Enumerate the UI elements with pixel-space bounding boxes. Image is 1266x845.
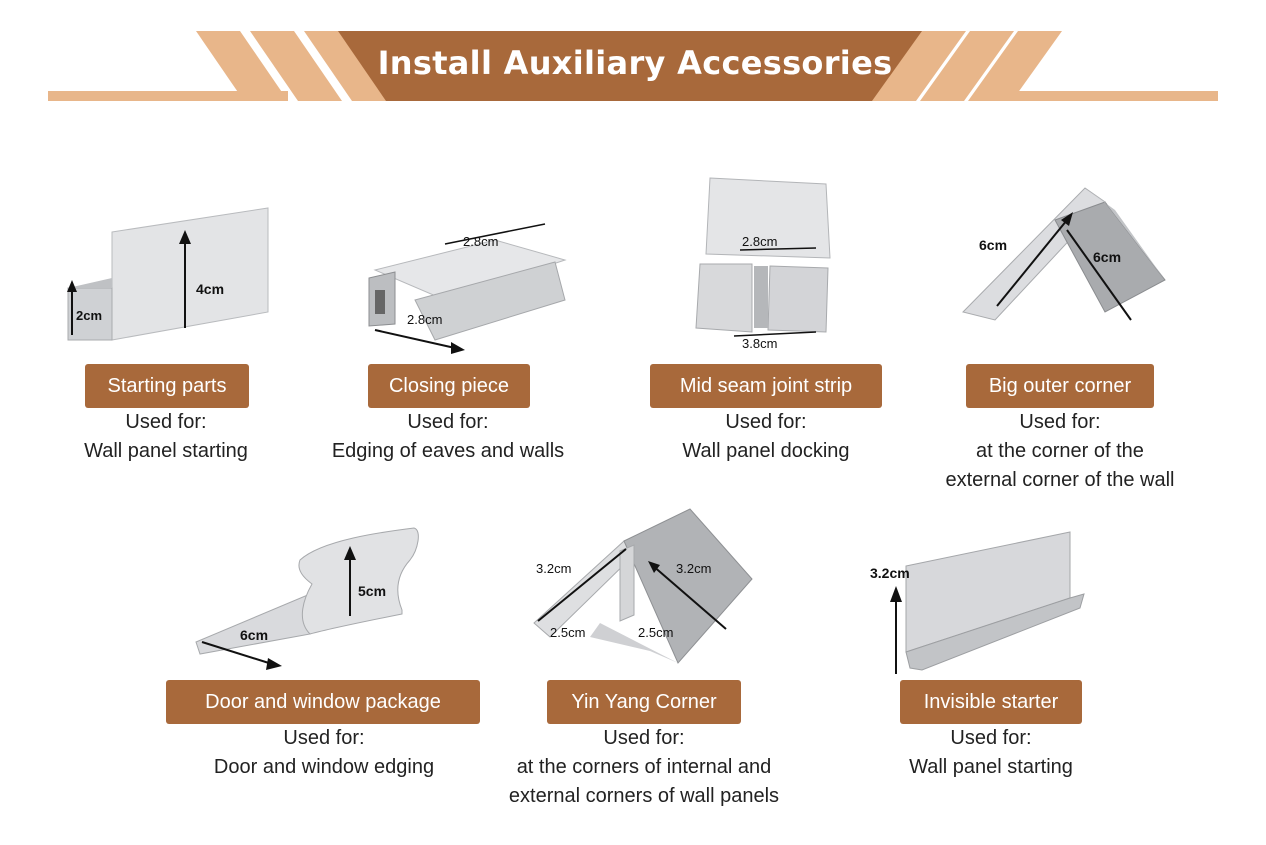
mid-seam-joint-strip-image: 2.8cm 3.8cm <box>695 177 831 351</box>
invisible-starter-image: 3.2cm <box>870 531 1085 674</box>
usage-line: at the corners of internal and <box>516 756 772 778</box>
accessory-label: Door and window package <box>166 680 480 724</box>
accessory-description: Used for: Wall panel starting <box>56 408 276 466</box>
accessory-description: Used for: at the corners of internal and… <box>484 724 804 811</box>
dim-label: 4cm <box>196 281 224 297</box>
dim-label: 2.8cm <box>463 234 498 249</box>
accessory-label: Mid seam joint strip <box>650 364 882 408</box>
usage-line: at the corner of the <box>976 440 1144 462</box>
usage-line: Wall panel docking <box>682 440 850 462</box>
banner: Install Auxiliary Accessories <box>0 0 1266 120</box>
dim-label: 3.8cm <box>742 336 777 351</box>
used-for-label: Used for: <box>1019 411 1101 433</box>
accessory-description: Used for: at the corner of the external … <box>910 408 1210 495</box>
accessory-label: Closing piece <box>368 364 530 408</box>
usage-line: Door and window edging <box>213 756 435 778</box>
used-for-label: Used for: <box>283 727 365 749</box>
accessory-description: Used for: Wall panel starting <box>841 724 1141 782</box>
used-for-label: Used for: <box>950 727 1032 749</box>
accessory-label: Invisible starter <box>900 680 1082 724</box>
starting-parts-image: 4cm 2cm <box>67 207 269 341</box>
page-title: Install Auxiliary Accessories <box>377 44 893 82</box>
dim-label: 6cm <box>240 627 268 643</box>
usage-line: external corner of the wall <box>945 469 1175 491</box>
big-outer-corner-image: 6cm 6cm <box>962 187 1166 321</box>
used-for-label: Used for: <box>407 411 489 433</box>
dim-label: 2.8cm <box>742 234 777 249</box>
accessory-description: Used for: Wall panel docking <box>616 408 916 466</box>
accessory-description: Used for: Door and window edging <box>174 724 474 782</box>
dim-label: 3.2cm <box>676 561 711 576</box>
dim-label: 2cm <box>76 308 102 323</box>
dim-label: 6cm <box>979 237 1007 253</box>
accessory-label: Yin Yang Corner <box>547 680 741 724</box>
usage-line: external corners of wall panels <box>508 785 780 807</box>
usage-line: Wall panel starting <box>84 440 248 462</box>
dim-label: 2.5cm <box>550 625 585 640</box>
usage-line: Edging of eaves and walls <box>331 440 565 462</box>
used-for-label: Used for: <box>603 727 685 749</box>
dim-label: 5cm <box>358 583 386 599</box>
closing-piece-image: 2.8cm 2.8cm <box>368 223 567 354</box>
dim-label: 6cm <box>1093 249 1121 265</box>
dim-label: 2.8cm <box>407 312 442 327</box>
usage-line: Wall panel starting <box>909 756 1073 778</box>
accessory-description: Used for: Edging of eaves and walls <box>298 408 598 466</box>
dim-label: 3.2cm <box>870 565 910 581</box>
used-for-label: Used for: <box>125 411 207 433</box>
dim-label: 2.5cm <box>638 625 673 640</box>
yin-yang-corner-image: 3.2cm 3.2cm 2.5cm 2.5cm <box>533 508 753 664</box>
dim-label: 3.2cm <box>536 561 571 576</box>
door-window-package-image: 5cm 6cm <box>195 527 419 670</box>
used-for-label: Used for: <box>725 411 807 433</box>
banner-decoration <box>48 31 1218 101</box>
accessory-label: Big outer corner <box>966 364 1154 408</box>
accessory-label: Starting parts <box>85 364 249 408</box>
